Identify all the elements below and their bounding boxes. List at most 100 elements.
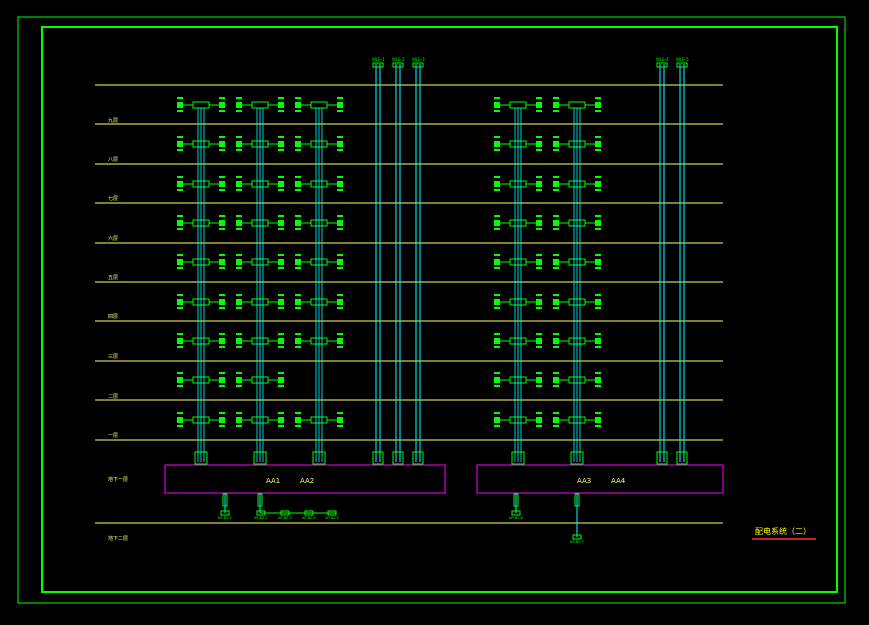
label-mark bbox=[494, 176, 500, 178]
riser-terminal bbox=[372, 451, 384, 465]
label-mark bbox=[595, 385, 601, 387]
label-mark bbox=[553, 333, 559, 335]
label-mark bbox=[295, 215, 301, 217]
breaker-icon bbox=[494, 181, 500, 187]
breaker-icon bbox=[494, 102, 500, 108]
basement-panel-label: AP-B2-2 bbox=[254, 516, 268, 520]
breaker-icon bbox=[278, 377, 284, 383]
label-mark bbox=[278, 412, 284, 414]
label-mark bbox=[295, 425, 301, 427]
breaker-icon bbox=[236, 338, 242, 344]
label-mark bbox=[278, 176, 284, 178]
breaker-icon bbox=[337, 220, 343, 226]
label-mark bbox=[337, 189, 343, 191]
label-mark bbox=[337, 412, 343, 414]
breaker-icon bbox=[236, 417, 242, 423]
breaker-icon bbox=[536, 181, 542, 187]
basement-panel-label: AP-B2-3 bbox=[278, 516, 292, 520]
label-mark bbox=[494, 346, 500, 348]
breaker-icon bbox=[236, 181, 242, 187]
breaker-icon bbox=[595, 141, 601, 147]
panel-box bbox=[310, 101, 328, 109]
label-mark bbox=[494, 267, 500, 269]
riser-terminal bbox=[676, 451, 688, 465]
label-mark bbox=[236, 215, 242, 217]
floor-label: 三层 bbox=[108, 354, 118, 360]
feeder-terminal bbox=[312, 451, 326, 465]
label-mark bbox=[177, 254, 183, 256]
breaker-icon bbox=[595, 299, 601, 305]
breaker-icon bbox=[494, 259, 500, 265]
floor-label: 四层 bbox=[108, 314, 118, 320]
label-mark bbox=[219, 215, 225, 217]
breaker-icon bbox=[278, 259, 284, 265]
label-mark bbox=[219, 385, 225, 387]
basement-breaker bbox=[222, 493, 228, 507]
riser-terminal bbox=[412, 451, 424, 465]
label-mark bbox=[536, 215, 542, 217]
breaker-icon bbox=[278, 102, 284, 108]
label-mark bbox=[278, 267, 284, 269]
label-mark bbox=[236, 294, 242, 296]
label-mark bbox=[337, 346, 343, 348]
breaker-icon bbox=[236, 377, 242, 383]
label-mark bbox=[494, 215, 500, 217]
floor-label: 八层 bbox=[108, 157, 118, 163]
label-mark bbox=[595, 189, 601, 191]
label-mark bbox=[177, 385, 183, 387]
label-mark bbox=[295, 97, 301, 99]
label-mark bbox=[177, 372, 183, 374]
label-mark bbox=[595, 294, 601, 296]
breaker-icon bbox=[494, 299, 500, 305]
label-mark bbox=[595, 228, 601, 230]
cabinet-label: AA4 bbox=[611, 477, 626, 485]
breaker-icon bbox=[177, 417, 183, 423]
basement-panel-label: AP-B2-5 bbox=[325, 516, 339, 520]
label-mark bbox=[553, 267, 559, 269]
label-mark bbox=[219, 333, 225, 335]
breaker-icon bbox=[295, 141, 301, 147]
label-mark bbox=[278, 425, 284, 427]
cabinet-label: AA3 bbox=[577, 477, 591, 485]
floor-label: 五层 bbox=[108, 275, 118, 281]
breaker-icon bbox=[236, 102, 242, 108]
breaker-icon bbox=[278, 299, 284, 305]
breaker-icon bbox=[595, 377, 601, 383]
label-mark bbox=[536, 189, 542, 191]
label-mark bbox=[337, 294, 343, 296]
floor-label: 地下一层 bbox=[108, 476, 128, 483]
breaker-icon bbox=[278, 181, 284, 187]
breaker-icon bbox=[177, 338, 183, 344]
breaker-icon bbox=[553, 259, 559, 265]
breaker-icon bbox=[337, 141, 343, 147]
label-mark bbox=[553, 425, 559, 427]
breaker-icon bbox=[494, 220, 500, 226]
label-mark bbox=[219, 97, 225, 99]
label-mark bbox=[553, 110, 559, 112]
riser-label: WLE-5 bbox=[676, 57, 689, 62]
breaker-icon bbox=[595, 102, 601, 108]
breaker-icon bbox=[494, 377, 500, 383]
breaker-icon bbox=[295, 220, 301, 226]
breaker-icon bbox=[337, 102, 343, 108]
label-mark bbox=[236, 307, 242, 309]
breaker-icon bbox=[236, 259, 242, 265]
breaker-icon bbox=[536, 338, 542, 344]
label-mark bbox=[219, 294, 225, 296]
breaker-icon bbox=[219, 102, 225, 108]
label-mark bbox=[278, 228, 284, 230]
label-mark bbox=[595, 176, 601, 178]
distribution-unit bbox=[494, 176, 542, 191]
label-mark bbox=[295, 176, 301, 178]
label-mark bbox=[536, 97, 542, 99]
label-mark bbox=[295, 189, 301, 191]
riser-head bbox=[412, 62, 424, 68]
label-mark bbox=[337, 425, 343, 427]
breaker-icon bbox=[494, 141, 500, 147]
breaker-icon bbox=[337, 299, 343, 305]
label-mark bbox=[236, 149, 242, 151]
riser-head bbox=[392, 62, 404, 68]
